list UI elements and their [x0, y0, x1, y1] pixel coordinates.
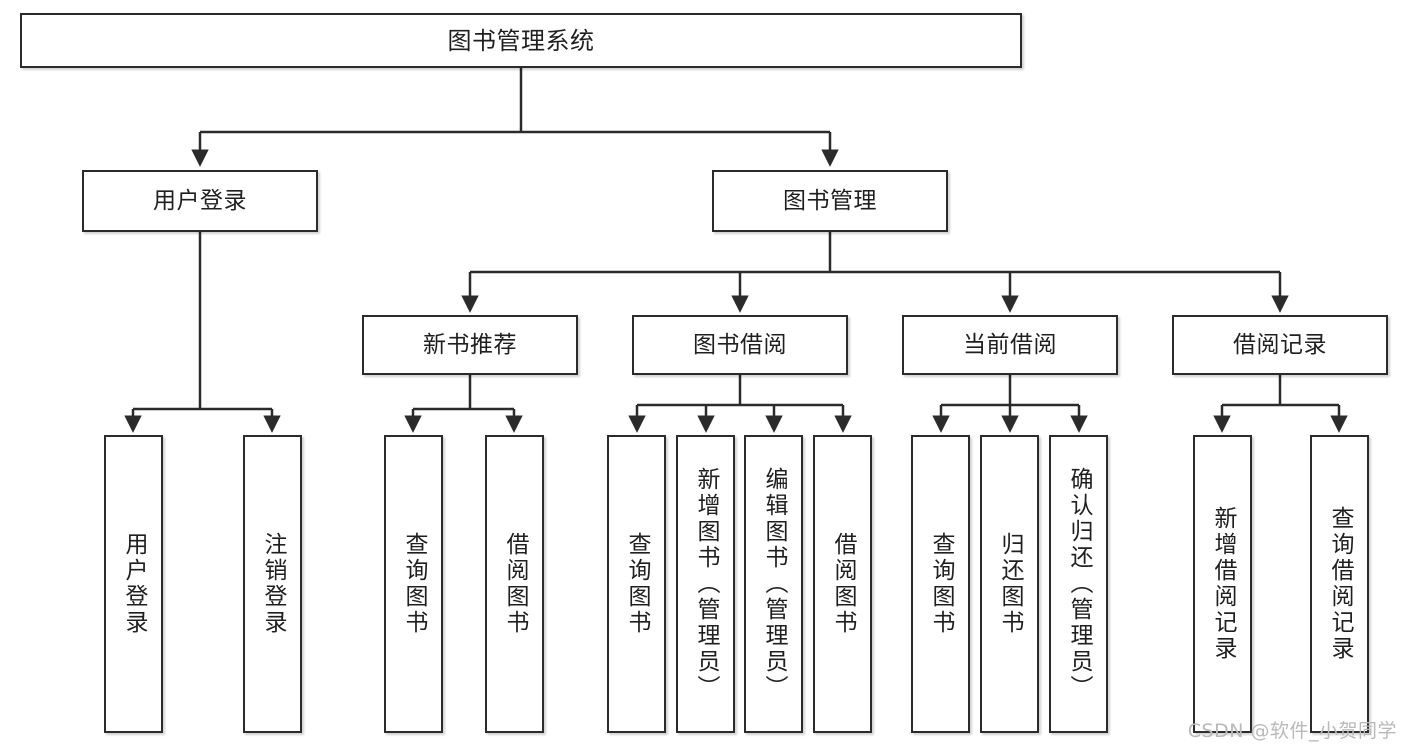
node-label: 新书推荐: [423, 331, 517, 358]
node-new-book-recommendation[interactable]: 新书推荐: [362, 315, 578, 375]
watermark-text: CSDN @软件_小贺同学: [1187, 720, 1397, 742]
node-root-book-management-system[interactable]: 图书管理系统: [20, 13, 1022, 68]
node-label: 归还图书: [997, 532, 1023, 636]
leaf-query-book-new[interactable]: 查询图书: [384, 435, 443, 733]
node-book-borrowing[interactable]: 图书借阅: [632, 315, 848, 375]
leaf-add-book-admin[interactable]: 新增图书（管理员）: [676, 435, 735, 733]
node-label: 查询图书: [624, 532, 650, 636]
node-label: 查询借阅记录: [1327, 506, 1353, 662]
node-label: 借阅图书: [830, 532, 856, 636]
node-current-borrowing[interactable]: 当前借阅: [902, 315, 1118, 375]
node-label: 借阅图书: [502, 532, 528, 636]
leaf-add-borrow-record[interactable]: 新增借阅记录: [1193, 435, 1252, 733]
leaf-confirm-return-admin[interactable]: 确认归还（管理员）: [1049, 435, 1108, 733]
node-label: 用户登录: [153, 187, 247, 214]
node-label: 图书借阅: [693, 331, 787, 358]
leaf-return-book[interactable]: 归还图书: [980, 435, 1039, 733]
node-label: 确认归还（管理员）: [1066, 467, 1092, 701]
leaf-user-login[interactable]: 用户登录: [104, 435, 163, 733]
leaf-borrow-book-new[interactable]: 借阅图书: [485, 435, 544, 733]
leaf-query-book-borrow[interactable]: 查询图书: [607, 435, 666, 733]
leaf-logout[interactable]: 注销登录: [243, 435, 302, 733]
leaf-query-book-current[interactable]: 查询图书: [911, 435, 970, 733]
node-label: 图书管理: [783, 187, 877, 214]
leaf-borrow-book[interactable]: 借阅图书: [813, 435, 872, 733]
node-label: 查询图书: [401, 532, 427, 636]
leaf-edit-book-admin[interactable]: 编辑图书（管理员）: [744, 435, 803, 733]
node-borrowing-record[interactable]: 借阅记录: [1172, 315, 1388, 375]
node-label: 借阅记录: [1233, 331, 1327, 358]
node-user-login[interactable]: 用户登录: [82, 170, 318, 232]
node-label: 当前借阅: [963, 331, 1057, 358]
node-book-management[interactable]: 图书管理: [712, 170, 948, 232]
leaf-query-borrow-record[interactable]: 查询借阅记录: [1310, 435, 1369, 733]
node-label: 查询图书: [928, 532, 954, 636]
node-label: 注销登录: [260, 532, 286, 636]
node-label: 用户登录: [121, 532, 147, 636]
node-label: 新增借阅记录: [1210, 506, 1236, 662]
node-label: 新增图书（管理员）: [693, 467, 719, 701]
node-label: 图书管理系统: [447, 26, 595, 55]
node-label: 编辑图书（管理员）: [761, 467, 787, 701]
